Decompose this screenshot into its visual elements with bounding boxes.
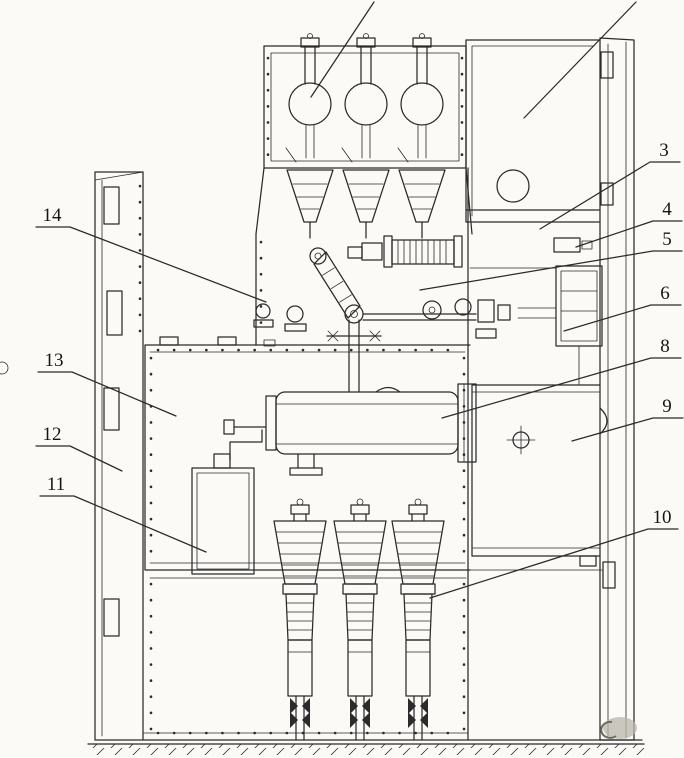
callout-labels: 3 4 5 6 8 9 10 11 12 13 14	[43, 140, 673, 528]
latch	[553, 237, 581, 253]
cable-termination	[333, 498, 387, 741]
bellows	[391, 239, 455, 265]
callout-10: 10	[653, 507, 672, 528]
operating-mechanism	[253, 233, 603, 393]
leader-13	[37, 371, 177, 417]
cabinet-door	[599, 37, 635, 741]
support-insulator	[255, 303, 271, 319]
insulator-cone	[342, 169, 390, 239]
insulator-cones	[286, 169, 446, 239]
insulator-cone	[398, 169, 446, 239]
busbar-compartment	[255, 45, 473, 235]
drive-insulator-arm	[313, 251, 361, 319]
scan-artifacts	[0, 361, 637, 739]
leader-14	[35, 226, 267, 303]
callout-3: 3	[659, 140, 669, 161]
door-hinge	[602, 561, 616, 589]
inspection-hole	[496, 169, 530, 203]
vent-slot	[103, 598, 120, 637]
vent-slot	[103, 186, 120, 225]
mechanism-box	[555, 265, 603, 347]
pivot	[344, 304, 364, 324]
callout-13: 13	[45, 350, 64, 371]
callout-leader-lines	[35, 161, 684, 599]
support-insulator	[286, 305, 304, 323]
cable-terminations	[273, 498, 445, 741]
leader-4	[575, 220, 683, 248]
cable-termination	[273, 498, 327, 741]
door-handle	[599, 407, 608, 435]
callout-14: 14	[43, 205, 63, 226]
callout-8: 8	[660, 336, 670, 357]
leader-10	[429, 528, 679, 599]
callout-12: 12	[43, 424, 62, 445]
vent-slot	[103, 387, 120, 431]
callout-5: 5	[662, 229, 672, 250]
leader-12	[35, 445, 123, 472]
ground-hatch	[87, 743, 645, 755]
vent-slot	[106, 290, 123, 336]
leader-6	[563, 304, 682, 332]
cable-compartment	[149, 577, 467, 735]
leader-11	[39, 495, 207, 553]
top-right-compartment	[465, 39, 601, 223]
circuit-breaker-compartment	[144, 336, 471, 571]
callout-6: 6	[660, 283, 670, 304]
auxiliary-box	[191, 453, 255, 575]
leader-9	[571, 417, 684, 442]
end-flange	[457, 383, 477, 463]
punch-hole-mark	[0, 361, 9, 375]
callout-9: 9	[662, 396, 672, 417]
callout-4: 4	[662, 199, 672, 220]
smudge-mark	[603, 717, 637, 739]
callout-11: 11	[47, 474, 65, 495]
door-hinge	[600, 182, 614, 206]
vacuum-interrupter	[223, 383, 477, 476]
door-hinge	[600, 51, 614, 79]
right-lower-panel	[469, 384, 603, 571]
insulator-cone	[286, 169, 334, 239]
leader-3	[539, 161, 681, 230]
cropped-leader-lines	[310, 1, 637, 119]
cable-termination	[391, 498, 445, 741]
leader-8	[441, 357, 682, 419]
leader-5	[419, 250, 683, 291]
left-side-panel	[101, 179, 142, 737]
